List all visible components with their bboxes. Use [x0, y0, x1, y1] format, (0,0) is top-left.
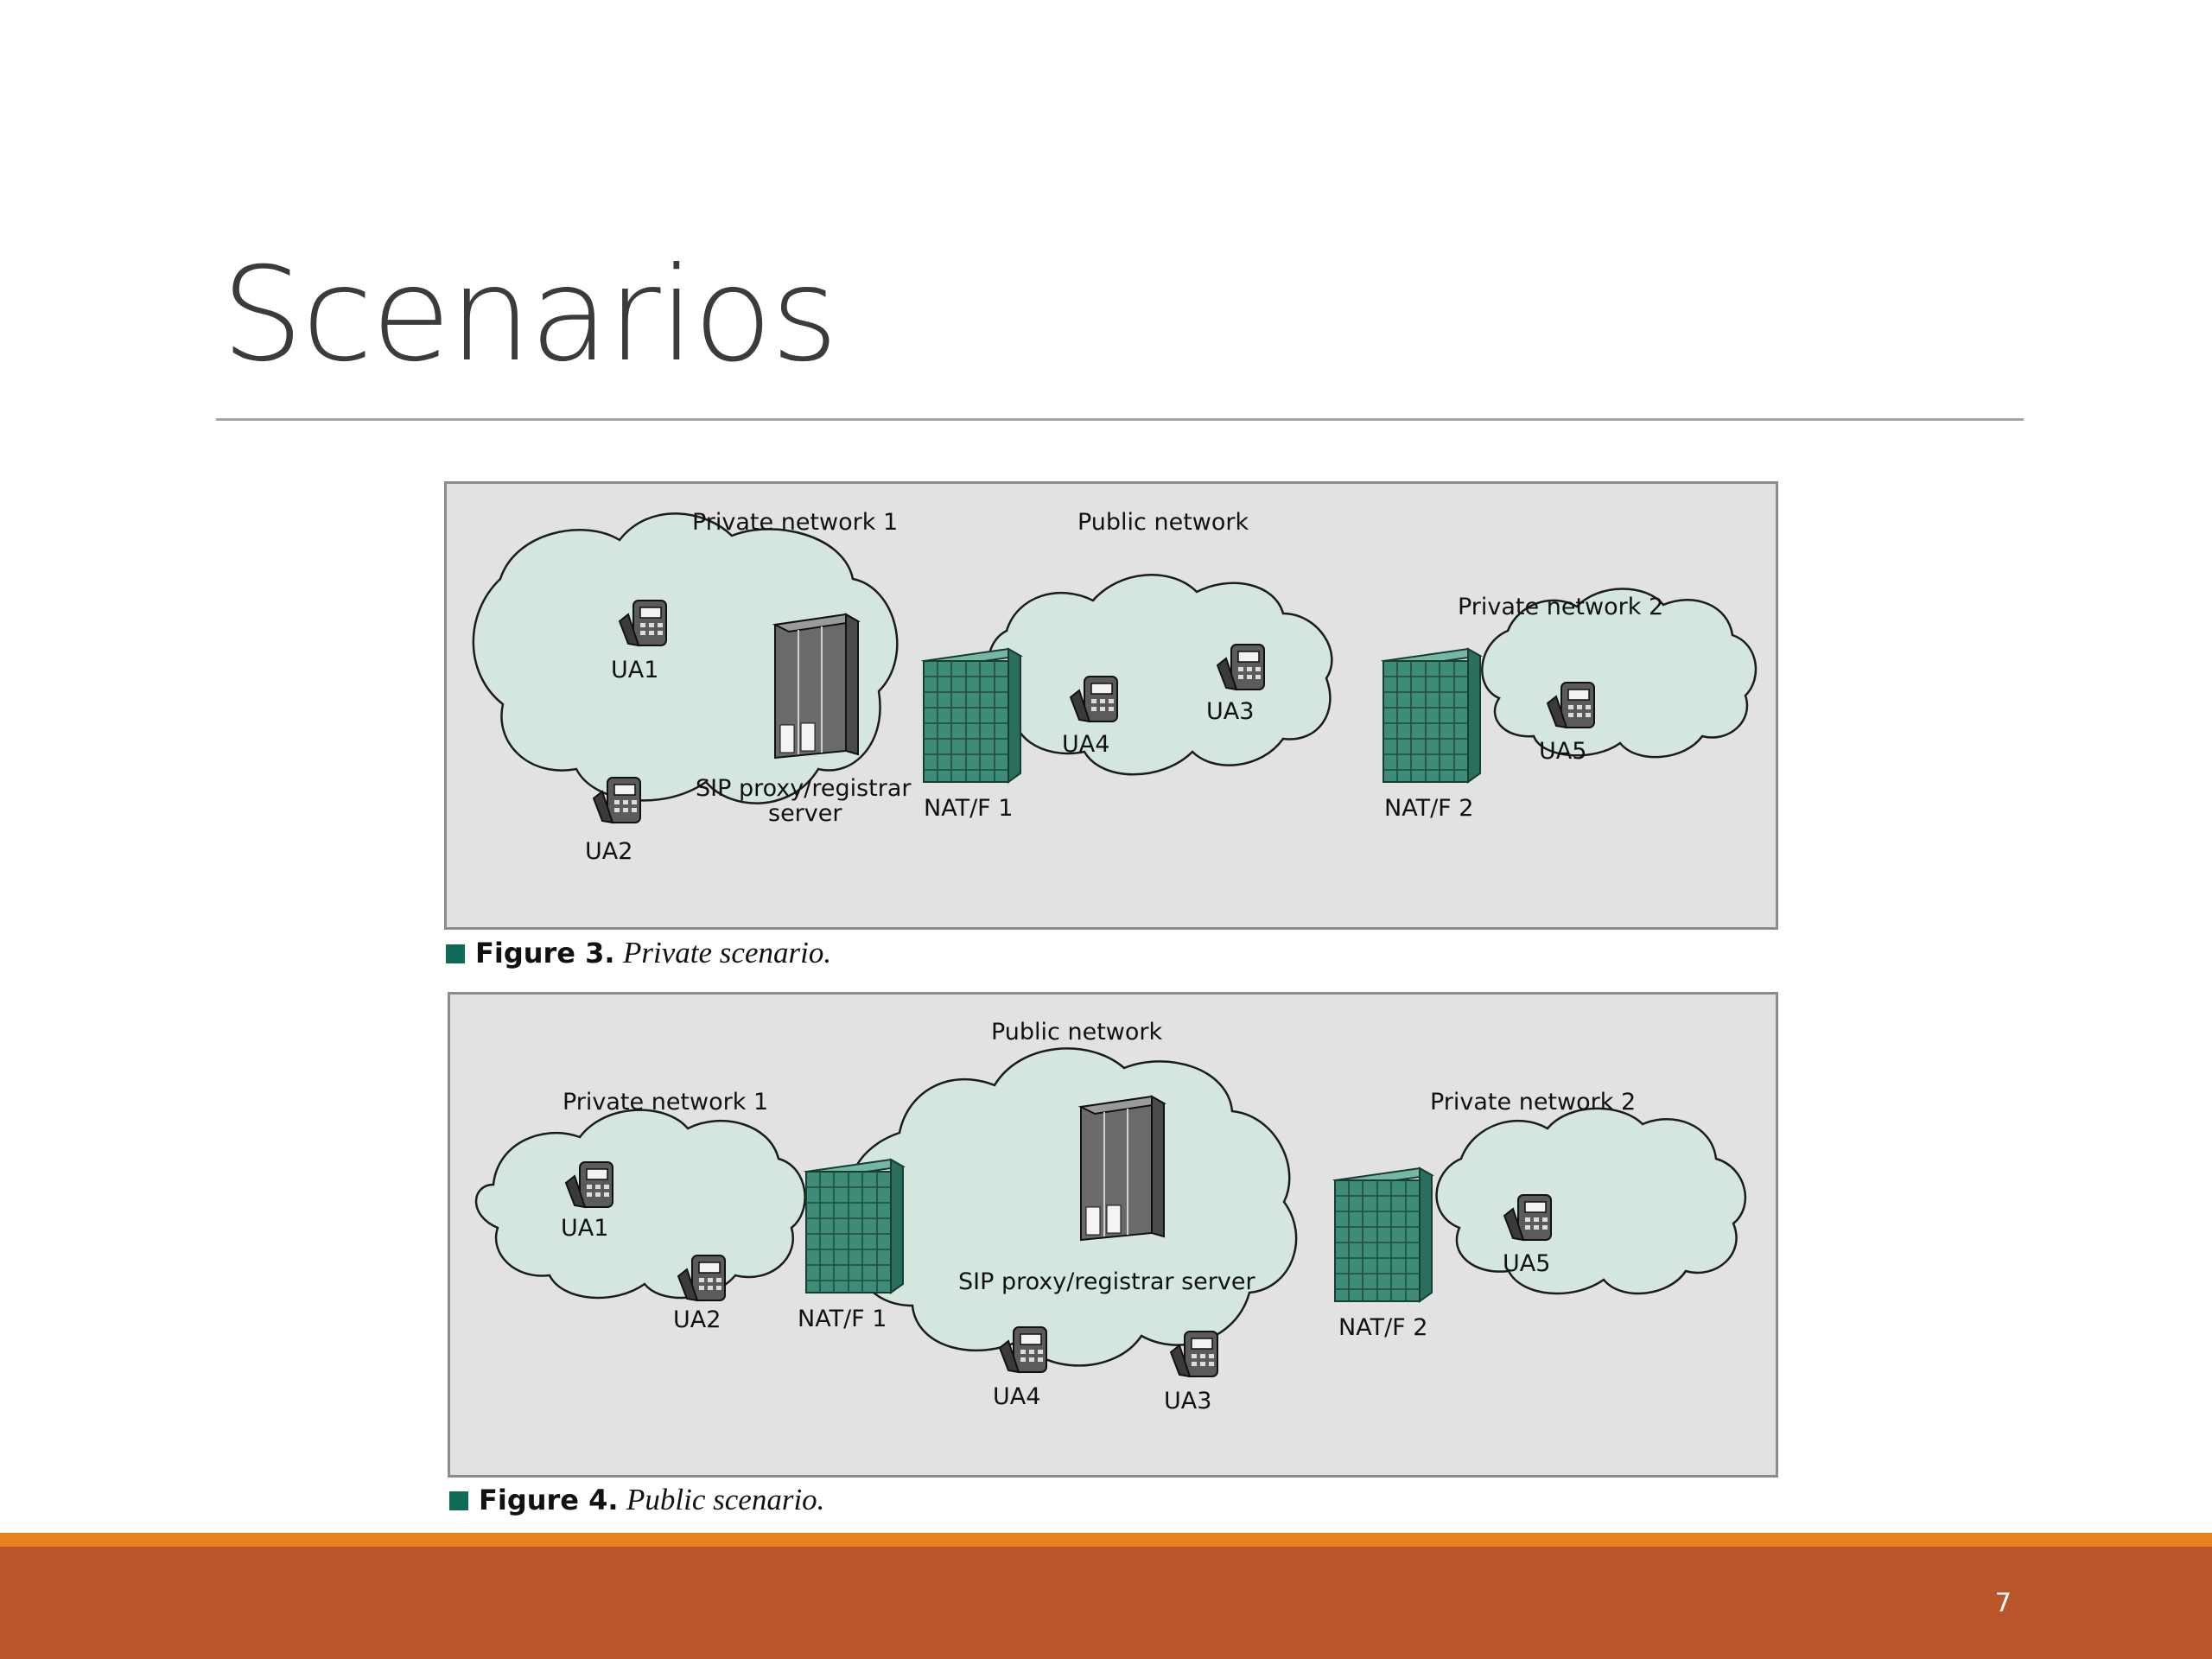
label-ua2: UA2 — [673, 1306, 721, 1333]
nat-f2-firewall-icon — [1334, 1167, 1433, 1302]
cloud-private-network-2 — [1435, 1107, 1747, 1295]
label-sip-server: SIP proxy/registrar server — [958, 1268, 1255, 1295]
label-nat-f1: NAT/F 1 — [798, 1306, 887, 1332]
figure-4-diagram: Public network Private network 1 Private… — [474, 1019, 1747, 1414]
figure-4-description: Public scenario. — [626, 1483, 825, 1516]
label-nat-f1: NAT/F 1 — [924, 795, 1013, 822]
label-ua4: UA4 — [1062, 731, 1109, 758]
label-private-network-2: Private network 2 — [1458, 594, 1663, 620]
cloud-private-network-1 — [474, 1109, 806, 1300]
cloud-public-network — [987, 574, 1333, 776]
figure-4-number: Figure 4. — [479, 1484, 619, 1516]
label-ua1: UA1 — [561, 1215, 608, 1242]
label-ua4: UA4 — [993, 1383, 1040, 1410]
figure-3-caption: Figure 3. Private scenario. — [446, 936, 831, 970]
footer-bar — [0, 1547, 2212, 1659]
figure-4-caption: Figure 4. Public scenario. — [449, 1483, 824, 1517]
title-divider — [216, 418, 2024, 421]
label-ua3: UA3 — [1206, 698, 1254, 725]
label-sip-server-line2: server — [768, 800, 842, 827]
label-private-network-2: Private network 2 — [1430, 1089, 1636, 1116]
label-private-network-1: Private network 1 — [563, 1089, 768, 1116]
footer-accent-line — [0, 1533, 2212, 1547]
label-sip-server-line1: SIP proxy/registrar — [696, 775, 912, 802]
nat-f1-firewall-icon — [923, 648, 1021, 783]
label-private-network-1: Private network 1 — [692, 509, 898, 536]
label-ua5: UA5 — [1539, 738, 1586, 765]
figure-3-number: Figure 3. — [475, 937, 615, 969]
cloud-public-network — [848, 1047, 1298, 1367]
label-ua2: UA2 — [585, 838, 632, 865]
figure-3-description: Private scenario. — [623, 936, 832, 969]
page-number: 7 — [1994, 1588, 2012, 1618]
sip-server-icon — [1080, 1096, 1165, 1241]
caption-marker — [446, 944, 465, 963]
label-nat-f2: NAT/F 2 — [1338, 1314, 1427, 1341]
label-ua3: UA3 — [1164, 1388, 1211, 1414]
label-public-network: Public network — [1077, 509, 1249, 536]
label-ua1: UA1 — [611, 657, 658, 683]
cloud-private-network-2 — [1481, 588, 1758, 759]
slide-title: Scenarios — [221, 240, 838, 391]
figure-3-diagram: Private network 1 Public network Private… — [472, 509, 1758, 865]
label-ua5: UA5 — [1503, 1250, 1550, 1277]
figure-3-private-scenario: Private network 1 Public network Private… — [444, 481, 1778, 930]
nat-f1-firewall-icon — [805, 1159, 904, 1294]
nat-f2-firewall-icon — [1382, 648, 1481, 783]
figure-4-public-scenario: Public network Private network 1 Private… — [448, 992, 1778, 1478]
label-public-network: Public network — [991, 1019, 1163, 1046]
caption-marker — [449, 1491, 468, 1510]
label-nat-f2: NAT/F 2 — [1384, 795, 1473, 822]
sip-server-icon — [774, 613, 859, 759]
